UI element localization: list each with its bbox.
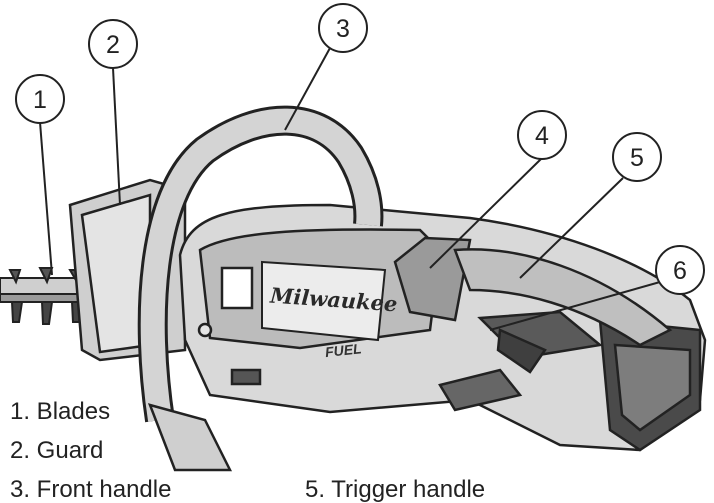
callout-circle-5: 5 [612, 132, 662, 182]
svg-text:4: 4 [535, 122, 549, 150]
legend-item-front-handle: 3. Front handle [10, 476, 172, 503]
svg-text:2: 2 [106, 31, 120, 59]
fuel-text: FUEL [324, 340, 362, 360]
brand-logo: Milwaukee FUEL [261, 260, 398, 360]
svg-text:6: 6 [673, 257, 687, 285]
svg-text:1: 1 [33, 86, 47, 114]
svg-text:5: 5 [630, 144, 644, 172]
callout-leaders [39, 47, 661, 331]
callout-circle-6: 6 [655, 245, 705, 295]
callout-circle-3: 3 [318, 3, 368, 53]
legend-item-blades: 1. Blades [10, 398, 111, 425]
legend-item-trigger-handle: 5. Trigger handle [305, 476, 486, 503]
callout-circle-4: 4 [517, 110, 567, 160]
legend-item-guard: 2. Guard [10, 437, 104, 464]
callout-circle-1: 1 [15, 74, 65, 124]
callout-circle-2: 2 [88, 19, 138, 69]
svg-text:3: 3 [336, 15, 350, 43]
front-handle [137, 105, 384, 472]
